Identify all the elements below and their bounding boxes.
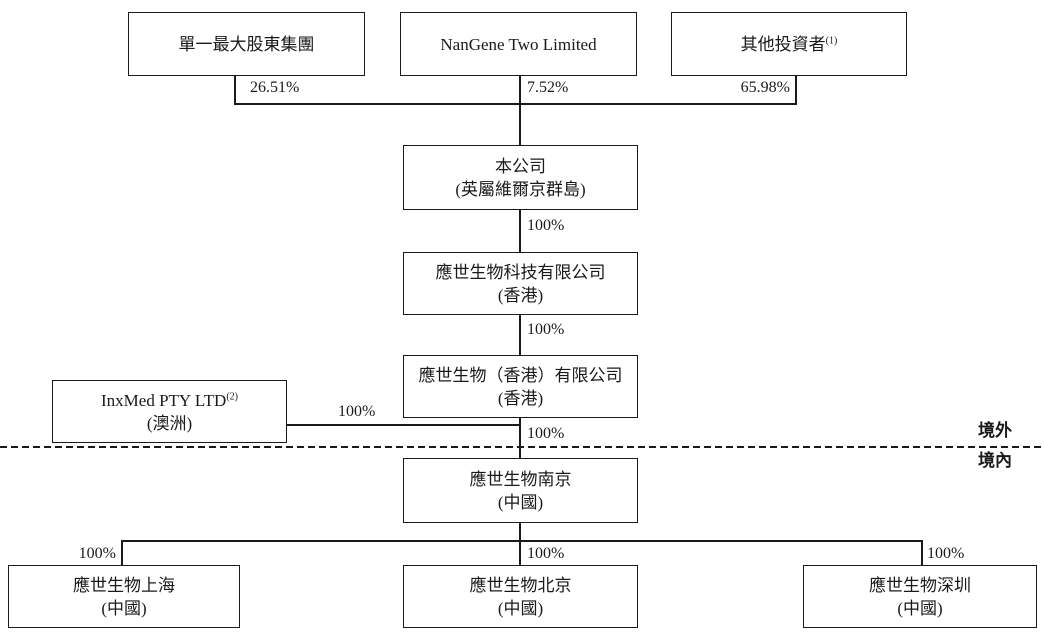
connector-inxmed-horizontal <box>287 424 519 426</box>
entity-name: 應世生物北京 <box>469 575 572 595</box>
entity-location: (中國) <box>101 598 147 618</box>
entity-location: (中國) <box>497 492 544 512</box>
pct-nanjing-to-shenzhen: 100% <box>927 545 965 562</box>
entity-name: 應世生物南京 <box>469 469 572 489</box>
pct-largest-shareholder: 26.51% <box>250 79 300 96</box>
entity-name: 單一最大股東集團 <box>178 34 315 54</box>
node-nanjing: 應世生物南京 (中國) <box>403 458 638 523</box>
entity-name: 應世生物（香港）有限公司 <box>418 365 623 385</box>
node-inxmed: InxMed PTY LTD(2) (澳洲) <box>52 380 287 443</box>
entity-location: (香港) <box>497 388 544 408</box>
entity-name: 其他投資者(1) <box>740 34 838 54</box>
connector-other-investors-stub <box>795 76 797 105</box>
entity-name: 應世生物上海 <box>73 575 175 595</box>
connector-beijing-stub <box>519 542 521 565</box>
onshore-offshore-boundary-line <box>0 446 1044 448</box>
node-shenzhen: 應世生物深圳 (中國) <box>803 565 1037 628</box>
entity-location: (澳洲) <box>146 413 193 433</box>
entity-name: 本公司 <box>495 156 546 176</box>
entity-name: 應世生物科技有限公司 <box>435 262 606 282</box>
connector-biotech-to-hk <box>519 315 521 355</box>
entity-location: (香港) <box>497 285 544 305</box>
node-yingshi-biotech: 應世生物科技有限公司 (香港) <box>403 252 638 315</box>
pct-hk-to-nanjing: 100% <box>527 425 565 442</box>
connector-nanjing-down <box>519 523 521 542</box>
entity-location: (中國) <box>897 598 943 618</box>
pct-hk-to-inxmed: 100% <box>338 403 376 420</box>
offshore-label: 境外 <box>978 421 1012 440</box>
footnote-marker-2: (2) <box>226 390 238 402</box>
connector-nangene-stub <box>519 76 521 105</box>
connector-to-company <box>519 105 521 147</box>
connector-company-to-biotech <box>519 210 521 252</box>
node-beijing: 應世生物北京 (中國) <box>403 565 638 628</box>
node-shanghai: 應世生物上海 (中國) <box>8 565 240 628</box>
pct-nanjing-to-beijing: 100% <box>527 545 565 562</box>
node-nangene: NanGene Two Limited <box>400 12 637 76</box>
connector-shareholders-horizontal <box>234 103 797 105</box>
connector-subsidiaries-horizontal <box>121 540 923 542</box>
node-yingshi-hk: 應世生物（香港）有限公司 (香港) <box>403 355 638 418</box>
pct-other-investors: 65.98% <box>740 79 790 96</box>
entity-name: InxMed PTY LTD(2) <box>101 390 238 410</box>
pct-biotech-to-hk: 100% <box>527 321 565 338</box>
entity-location: (中國) <box>497 598 544 618</box>
pct-company-to-biotech: 100% <box>527 217 565 234</box>
pct-nanjing-to-shanghai: 100% <box>78 545 116 562</box>
entity-name: 應世生物深圳 <box>869 575 971 595</box>
node-largest-shareholder: 單一最大股東集團 <box>128 12 365 76</box>
node-other-investors: 其他投資者(1) <box>671 12 907 76</box>
connector-hk-to-nanjing <box>519 418 521 458</box>
footnote-marker-1: (1) <box>825 34 838 46</box>
connector-shanghai-stub <box>121 542 123 565</box>
onshore-label: 境內 <box>978 451 1012 470</box>
pct-nangene: 7.52% <box>527 79 569 96</box>
connector-shenzhen-stub <box>921 542 923 565</box>
connector-largest-shareholder-stub <box>234 76 236 105</box>
node-company: 本公司 (英屬維爾京群島) <box>403 145 638 210</box>
entity-location: (英屬維爾京群島) <box>455 179 586 199</box>
entity-name: NanGene Two Limited <box>440 34 597 54</box>
